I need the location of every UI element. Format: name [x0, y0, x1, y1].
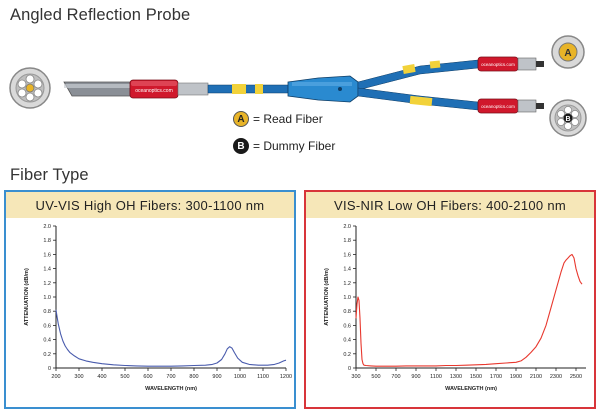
x-axis-label: WAVELENGTH (nm)	[145, 386, 197, 392]
x-tick-label: 1900	[510, 374, 522, 380]
x-tick-label: 900	[411, 374, 420, 380]
read-fiber-leg: oceanoptics.com	[357, 56, 544, 91]
y-tick-label: 0.6	[343, 323, 351, 329]
axes	[55, 226, 286, 369]
x-tick-label: 1300	[450, 374, 462, 380]
x-tick-label: 700	[166, 374, 175, 380]
x-tick-label: 500	[120, 374, 129, 380]
uv-vis-chart: 0 0.2 0.4 0.6 0.8 1.0 1.2 1.4 1.6 1.8 2.0 200 300 400…	[24, 224, 292, 392]
y-tick-label: 0	[48, 366, 51, 372]
legend-read-fiber: A = Read Fiber	[233, 111, 323, 127]
uv-vis-panel-title: UV-VIS High OH Fibers: 300-1100 nm	[6, 192, 294, 218]
brand-label-left: oceanoptics.com	[135, 88, 173, 94]
y-tick-label: 1.4	[343, 267, 351, 273]
y-tick-label: 1.0	[343, 295, 351, 301]
brand-label-top: oceanoptics.com	[481, 62, 515, 67]
x-tick-label: 2100	[530, 374, 542, 380]
connector-b-end-view: B	[549, 99, 587, 137]
y-axis-label: ATTENUATION (dB/m)	[324, 268, 330, 326]
x-tick-label: 1100	[430, 374, 442, 380]
x-tick-label: 400	[97, 374, 106, 380]
x-axis-label: WAVELENGTH (nm)	[445, 386, 497, 392]
y-tick-label: 2.0	[43, 224, 51, 230]
y-tick-label: 0	[348, 366, 351, 372]
bundle-end-view-left	[9, 67, 51, 109]
y-tick-label: 0.4	[343, 338, 351, 344]
connector-a-letter: A	[564, 48, 571, 59]
x-tick-label: 1200	[280, 374, 292, 380]
y-tick-label: 1.2	[43, 281, 51, 287]
read-fiber-label: = Read Fiber	[253, 112, 323, 126]
y-tick-label: 1.6	[43, 252, 51, 258]
x-tick-label: 1100	[257, 374, 269, 380]
series-line	[355, 253, 583, 367]
axes	[355, 226, 586, 369]
x-tick-label: 300	[351, 374, 360, 380]
y-tick-label: 0.8	[43, 309, 51, 315]
x-tick-label: 200	[51, 374, 60, 380]
dummy-fiber-leg: oceanoptics.com	[357, 87, 544, 114]
breakout-splitter	[287, 75, 359, 103]
y-tick-label: 0.2	[343, 352, 351, 358]
probe-diagram: oceanoptics.com oceanoptics.com oceanopt…	[9, 35, 587, 137]
y-tick-label: 0.8	[343, 309, 351, 315]
connector-b-letter: B	[565, 116, 570, 123]
x-tick-label: 2500	[570, 374, 582, 380]
page-title: Angled Reflection Probe	[10, 6, 191, 24]
y-tick-label: 0.4	[43, 338, 51, 344]
series-line	[55, 309, 287, 367]
read-fiber-marker: A	[233, 111, 249, 127]
y-tick-label: 1.2	[343, 281, 351, 287]
y-tick-label: 1.4	[43, 267, 51, 273]
x-tick-label: 800	[189, 374, 198, 380]
brand-label-bottom: oceanoptics.com	[481, 104, 515, 109]
y-tick-label: 1.6	[343, 252, 351, 258]
connector-a-end-view: A	[551, 35, 585, 69]
x-tick-label: 600	[143, 374, 152, 380]
vis-nir-panel-title: VIS-NIR Low OH Fibers: 400-2100 nm	[306, 192, 594, 218]
dummy-fiber-label: = Dummy Fiber	[253, 139, 336, 153]
y-tick-label: 2.0	[343, 224, 351, 230]
x-tick-label: 900	[212, 374, 221, 380]
probe-tip	[63, 81, 131, 97]
main-cable	[207, 84, 289, 94]
x-tick-label: 300	[74, 374, 83, 380]
dummy-fiber-marker: B	[233, 138, 249, 154]
legend-dummy-fiber: B = Dummy Fiber	[233, 138, 335, 154]
x-tick-label: 1000	[234, 374, 246, 380]
x-tick-label: 1500	[470, 374, 482, 380]
y-tick-label: 1.0	[43, 295, 51, 301]
probe-handle-red: oceanoptics.com	[129, 79, 179, 99]
x-tick-label: 2300	[550, 374, 562, 380]
y-axis-label: ATTENUATION (dB/m)	[24, 268, 30, 326]
y-tick-label: 0.6	[43, 323, 51, 329]
vis-nir-chart: 0 0.2 0.4 0.6 0.8 1.0 1.2 1.4 1.6 1.8 2.0 300 500 700…	[324, 224, 586, 392]
y-tick-label: 1.8	[343, 238, 351, 244]
x-tick-label: 700	[391, 374, 400, 380]
x-tick-label: 1700	[490, 374, 502, 380]
fiber-type-heading: Fiber Type	[10, 166, 89, 184]
x-tick-label: 500	[371, 374, 380, 380]
y-tick-label: 1.8	[43, 238, 51, 244]
probe-sleeve	[177, 82, 209, 96]
y-tick-label: 0.2	[43, 352, 51, 358]
